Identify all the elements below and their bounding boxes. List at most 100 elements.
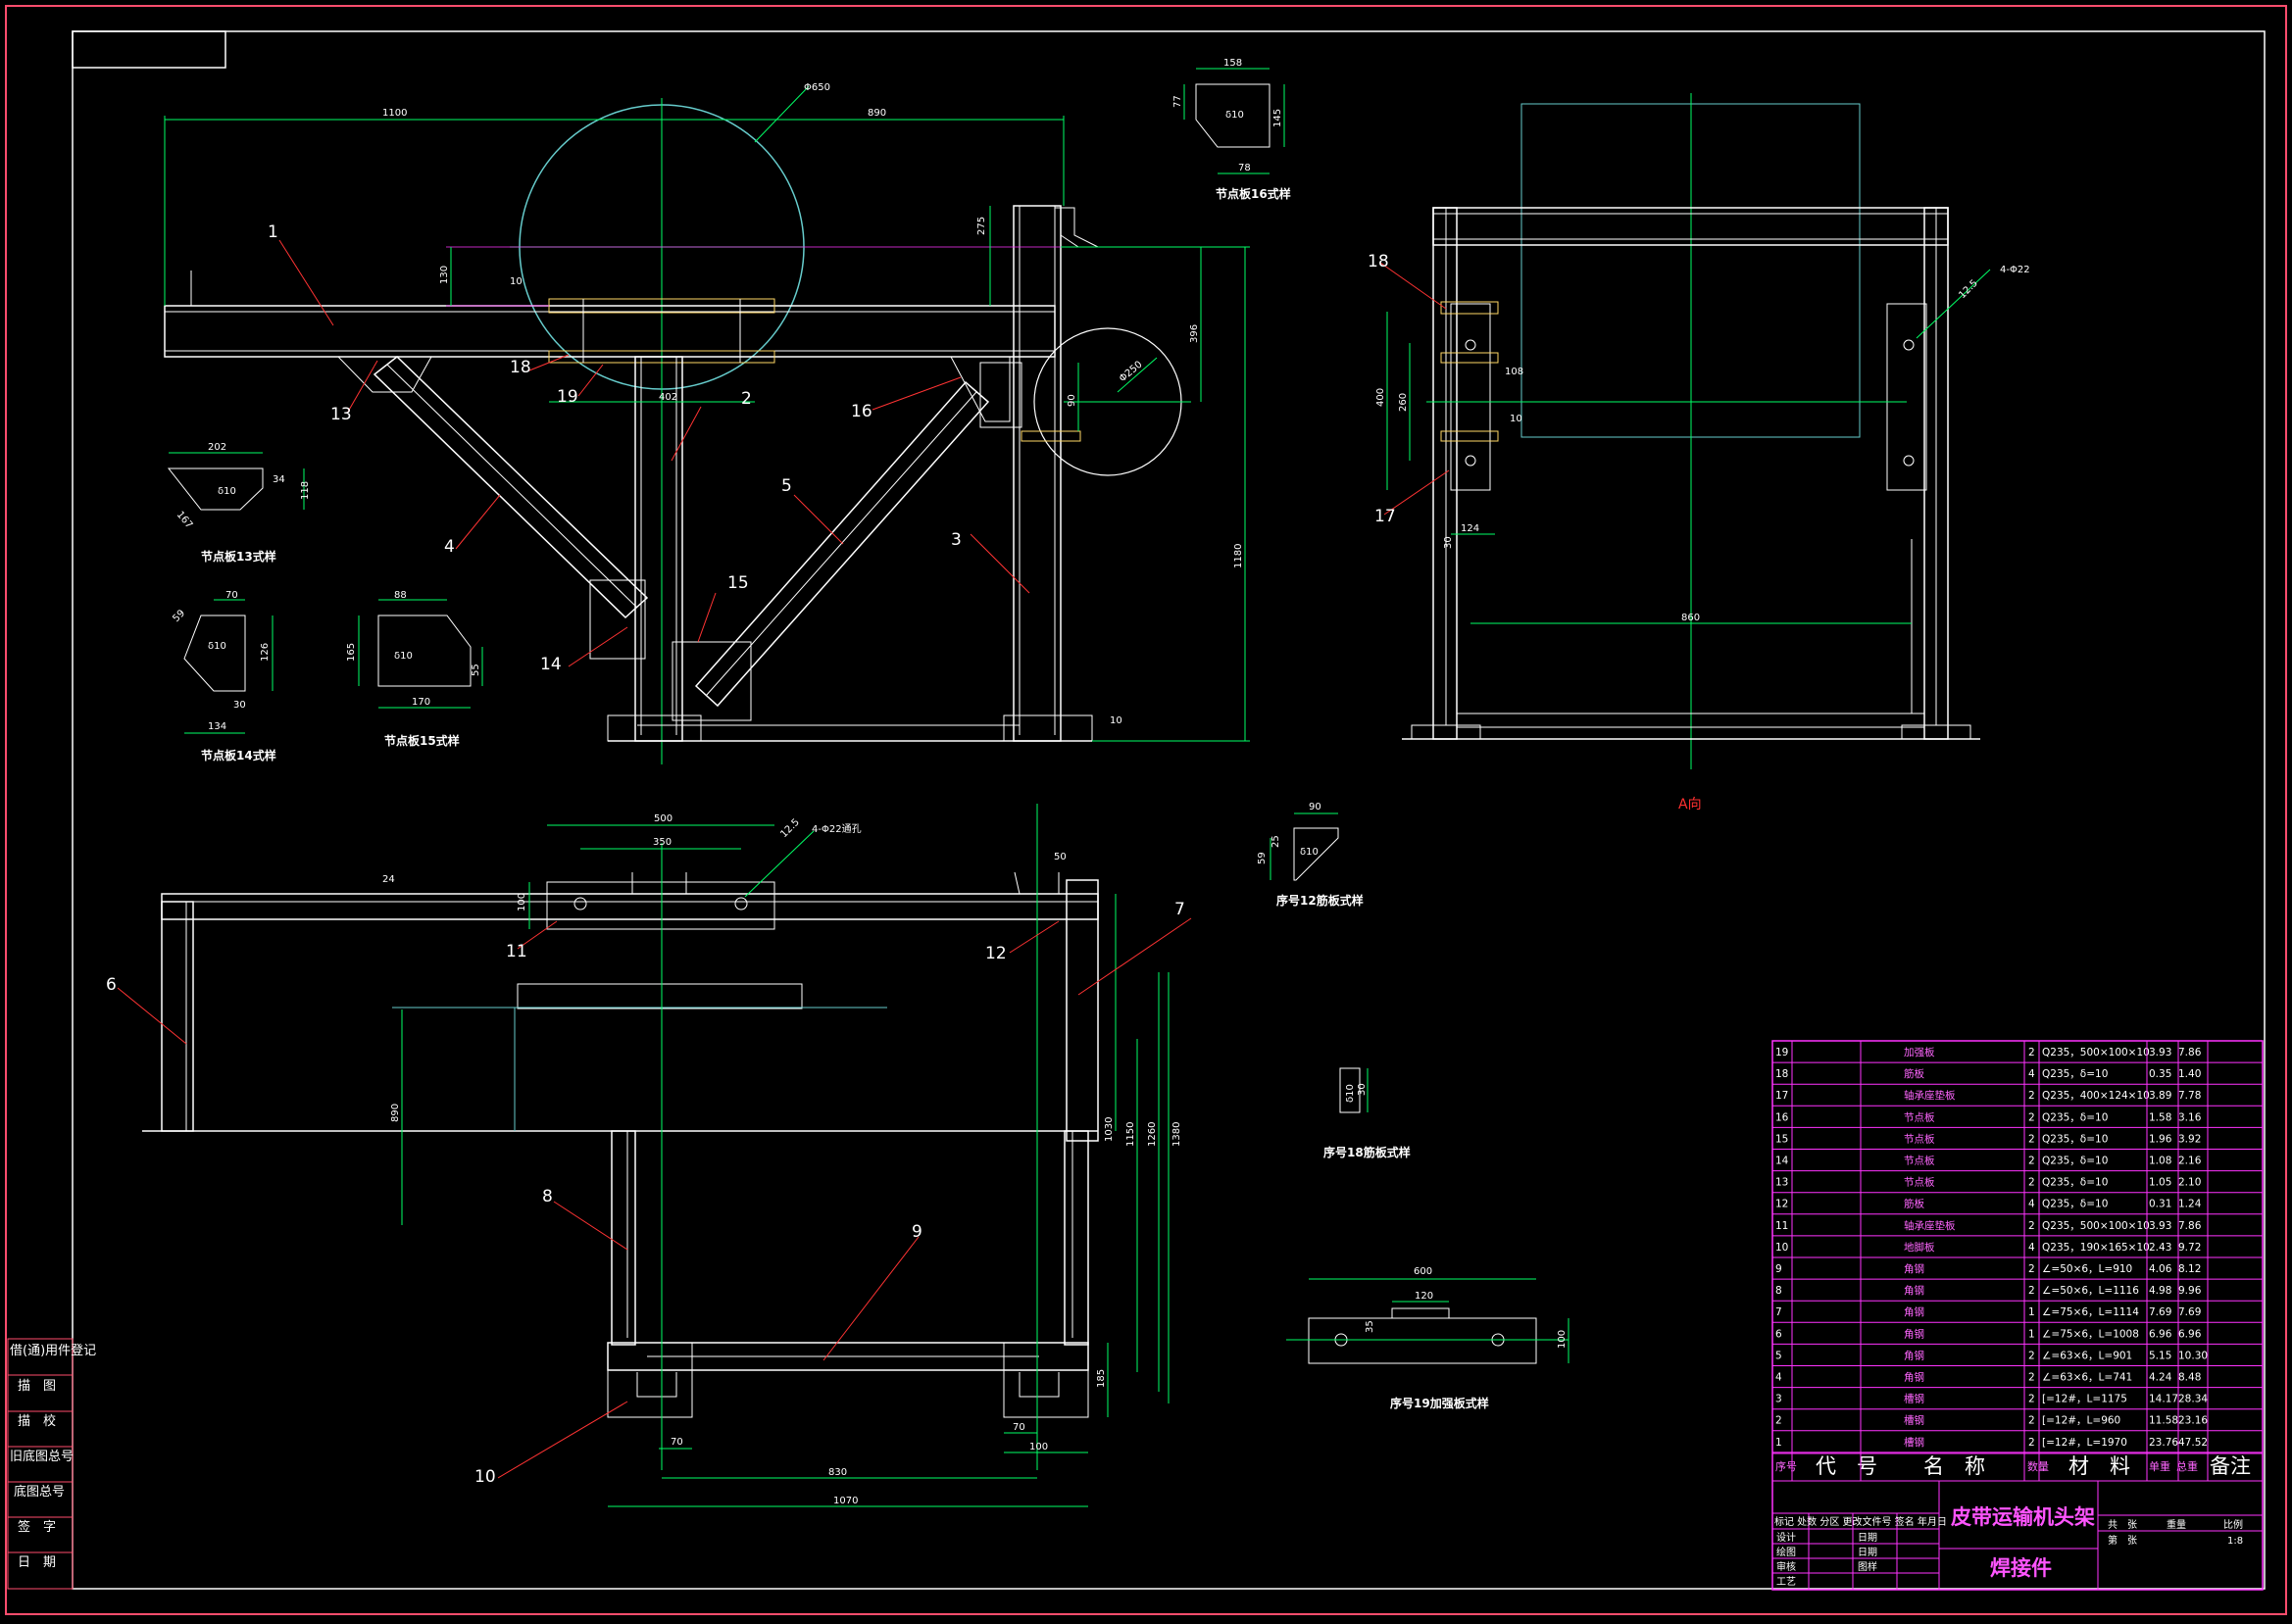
side-view: 400 260 108 10 124 30 860 12.5 4-Φ22 18 … bbox=[1368, 93, 2030, 812]
corner-box bbox=[72, 30, 226, 69]
bom-cell-t: 7.78 bbox=[2178, 1090, 2201, 1102]
bom-cell-qty: 1 bbox=[2028, 1328, 2035, 1340]
bom-cell-w: 4.98 bbox=[2149, 1285, 2171, 1297]
bom-cell-t: 1.40 bbox=[2178, 1068, 2201, 1080]
bom-cell-w: 3.89 bbox=[2149, 1090, 2171, 1102]
detail-plate-16: 158 77 145 78 δ10 节点板16式样 bbox=[1172, 58, 1291, 201]
drawing-subtitle: 焊接件 bbox=[1990, 1556, 2052, 1580]
bom-cell-qty: 2 bbox=[2028, 1415, 2035, 1427]
dim-text: 890 bbox=[390, 1104, 401, 1122]
delta-text: δ10 bbox=[1225, 110, 1244, 121]
bom-cell-qty: 2 bbox=[2028, 1111, 2035, 1123]
bom-cell-material: [=12#，L=960 bbox=[2042, 1415, 2120, 1427]
bom-cell-material: ∠=50×6，L=1116 bbox=[2042, 1285, 2139, 1297]
bom-cell-material: Q235，δ=10 bbox=[2042, 1156, 2108, 1167]
bom-cell-material: Q235，δ=10 bbox=[2042, 1068, 2108, 1080]
bom-cell-material: Q235，500×100×10 bbox=[2042, 1047, 2150, 1058]
part-label: 12 bbox=[985, 944, 1007, 963]
bom-cell-w: 3.93 bbox=[2149, 1047, 2171, 1058]
dim-text: 35 bbox=[1365, 1320, 1375, 1333]
inner-border bbox=[72, 30, 2266, 1590]
bom-cell-t: 9.72 bbox=[2178, 1242, 2201, 1254]
part-label: 15 bbox=[727, 573, 749, 593]
part-label: 11 bbox=[506, 942, 527, 961]
bom-cell-w: 11.58 bbox=[2149, 1415, 2178, 1427]
bom-cell-name: 角钢 bbox=[1904, 1327, 1924, 1340]
detail-plate-15: 88 165 55 170 δ10 节点板15式样 bbox=[346, 590, 483, 748]
bom-cell-qty: 2 bbox=[2028, 1177, 2035, 1189]
detail-rib-18: 30 δ10 序号18筋板式样 bbox=[1323, 1067, 1411, 1159]
part-label: 9 bbox=[912, 1222, 922, 1242]
bom-cell-qty: 2 bbox=[2028, 1133, 2035, 1145]
drawing-title: 皮带运输机头架 bbox=[1951, 1505, 2095, 1529]
bom-cell-w: 1.96 bbox=[2149, 1133, 2172, 1145]
dim-text: 25 bbox=[1271, 835, 1281, 848]
dim-text: 600 bbox=[1414, 1266, 1432, 1277]
bom-cell-t: 2.10 bbox=[2178, 1177, 2201, 1189]
dim-text: 70 bbox=[1013, 1422, 1025, 1433]
dim-text: 260 bbox=[1398, 393, 1409, 412]
part-label: 19 bbox=[557, 387, 578, 407]
bom-cell-name: 角钢 bbox=[1904, 1349, 1924, 1361]
bom-header-name: 名 称 bbox=[1923, 1454, 1985, 1478]
bom-cell-w: 4.24 bbox=[2149, 1372, 2172, 1384]
tb-process: 工艺 bbox=[1776, 1576, 1796, 1588]
dim-text: 126 bbox=[260, 643, 271, 662]
part-label: 7 bbox=[1174, 900, 1185, 919]
bom-cell-name: 角钢 bbox=[1904, 1371, 1924, 1384]
bom-header-unit: 单重 bbox=[2149, 1459, 2170, 1473]
bom-cell-qty: 2 bbox=[2028, 1090, 2035, 1102]
dim-text: 185 bbox=[1096, 1369, 1107, 1388]
strip-text: 日 期 bbox=[18, 1555, 56, 1570]
detail-plate-13: 202 34 118 167 δ10 节点板13式样 bbox=[167, 442, 311, 564]
bom-cell-w: 6.96 bbox=[2149, 1328, 2172, 1340]
dim-text: 88 bbox=[394, 590, 407, 601]
bom-cell-t: 28.34 bbox=[2178, 1394, 2208, 1405]
dim-text: 275 bbox=[976, 217, 987, 235]
delta-text: δ10 bbox=[208, 641, 226, 652]
bom-cell-name: 地脚板 bbox=[1904, 1241, 1935, 1254]
bom-cell-w: 14.17 bbox=[2149, 1394, 2178, 1405]
dim-text: 134 bbox=[208, 721, 226, 732]
bom-cell-w: 23.76 bbox=[2149, 1437, 2178, 1449]
bom-cell-material: [=12#，L=1970 bbox=[2042, 1437, 2127, 1449]
delta-text: δ10 bbox=[394, 651, 413, 662]
bom-cell-t: 8.48 bbox=[2178, 1372, 2201, 1384]
bom-cell-qty: 2 bbox=[2028, 1047, 2035, 1058]
dim-text: Φ650 bbox=[804, 82, 830, 93]
part-label: 16 bbox=[851, 402, 872, 421]
bom-cell-material: ∠=75×6，L=1114 bbox=[2042, 1306, 2139, 1318]
dim-text: 167 bbox=[174, 510, 195, 531]
dim-text: 118 bbox=[300, 481, 311, 500]
bom-cell-no: 13 bbox=[1775, 1177, 1788, 1189]
dim-text: 1030 bbox=[1104, 1117, 1115, 1142]
part-label: 3 bbox=[951, 530, 962, 550]
part-label: 10 bbox=[474, 1467, 496, 1487]
bom-cell-no: 14 bbox=[1775, 1156, 1789, 1167]
dim-text: 30 bbox=[1443, 536, 1454, 549]
bom-cell-qty: 2 bbox=[2028, 1220, 2035, 1232]
dim-text: 100 bbox=[1029, 1442, 1048, 1452]
dim-text: 1180 bbox=[1233, 544, 1244, 568]
bom-cell-w: 1.08 bbox=[2149, 1156, 2171, 1167]
tb-check: 审核 bbox=[1776, 1560, 1796, 1573]
tb-date1: 日期 bbox=[1858, 1532, 1877, 1544]
caption: 节点板13式样 bbox=[201, 549, 276, 564]
part-label: 5 bbox=[781, 476, 792, 496]
dim-text: 170 bbox=[412, 697, 430, 708]
dim-text: 59 bbox=[171, 608, 187, 624]
tb-weight: 重量 bbox=[2167, 1518, 2186, 1531]
dim-text: 59 bbox=[1257, 852, 1268, 864]
dim-text: 890 bbox=[868, 108, 886, 119]
dim-text: 90 bbox=[1309, 802, 1321, 812]
bom-cell-name: 槽钢 bbox=[1904, 1414, 1924, 1427]
part-label: 18 bbox=[1368, 252, 1389, 271]
left-strip: 借(通)用件登记 描 图 描 校 旧底图总号 底图总号 签 字 日 期 bbox=[7, 1338, 96, 1590]
dim-text: 165 bbox=[346, 643, 357, 662]
bom-cell-qty: 2 bbox=[2028, 1394, 2035, 1405]
bom-cell-w: 0.35 bbox=[2149, 1068, 2171, 1080]
bom-header-note: 备注 bbox=[2210, 1454, 2251, 1478]
part-label: 4 bbox=[444, 537, 455, 557]
